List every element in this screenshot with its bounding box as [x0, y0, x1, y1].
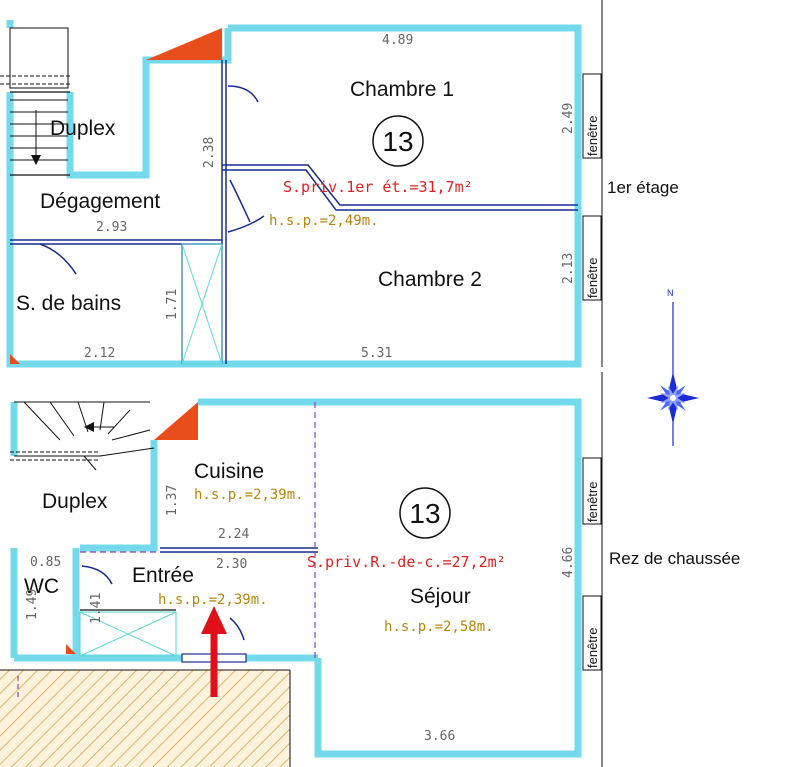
level-label-upper: 1er étage — [607, 178, 679, 197]
dimension-label: 2.30 — [216, 557, 247, 572]
dimension-label: 4.66 — [561, 547, 576, 578]
ground-outer-wall — [198, 398, 582, 758]
surface-label: S.priv.1er ét.=31,7m² — [283, 178, 473, 196]
lot-number: 13 — [382, 126, 413, 157]
upper-outer-wall — [6, 24, 582, 368]
compass-rose: N — [647, 288, 699, 446]
dimension-label: 2.38 — [202, 137, 217, 168]
room-label-cuisine: Cuisine — [194, 460, 264, 483]
dimension-label: 2.12 — [84, 346, 115, 361]
dimension-label: 2.13 — [561, 253, 576, 284]
ground-duplex-wall — [80, 440, 158, 552]
height-label-cuisine: h.s.p.=2,39m. — [194, 487, 304, 503]
height-label: h.s.p.=2,49m. — [269, 213, 379, 229]
room-label-duplex: Duplex — [50, 117, 116, 140]
dimension-label: 5.31 — [361, 346, 392, 361]
dimension-label: 1.49 — [25, 589, 40, 620]
level-label-ground: Rez de chaussée — [609, 549, 740, 568]
window-label: fenêtre — [585, 258, 600, 298]
window-label: fenêtre — [585, 628, 600, 668]
upper-floor: fenêtre fenêtre Duplex Dégagement Chambr… — [0, 0, 603, 368]
room-label-sejour: Séjour — [410, 585, 471, 608]
dimension-label: 1.71 — [165, 289, 180, 320]
lot-number: 13 — [409, 498, 440, 529]
room-label-salle-de-bains: S. de bains — [16, 292, 121, 315]
height-label-entree: h.s.p.=2,39m. — [158, 592, 268, 608]
room-label-duplex: Duplex — [42, 490, 108, 513]
height-label-sejour: h.s.p.=2,58m. — [384, 619, 494, 635]
hallway-wall — [222, 164, 578, 206]
room-label-degagement: Dégagement — [40, 190, 160, 213]
dimension-label: 2.49 — [561, 103, 576, 134]
dimension-label: 0.85 — [30, 555, 61, 570]
corner-marker — [146, 28, 222, 60]
room-label-entree: Entrée — [132, 564, 194, 587]
window-label: fenêtre — [585, 116, 600, 156]
dimension-label: 1.37 — [165, 485, 180, 516]
room-label-chambre-1: Chambre 1 — [350, 78, 454, 101]
dimension-label: 2.24 — [218, 527, 249, 542]
surface-label: S.priv.R.-de-c.=27,2m² — [307, 553, 506, 571]
dimension-label: 1.41 — [89, 593, 104, 624]
entry-arrow — [201, 606, 227, 697]
compass-north-label: N — [667, 288, 674, 298]
dimension-label: 2.93 — [96, 220, 127, 235]
dimension-label: 3.66 — [424, 729, 455, 744]
room-label-wc: WC — [24, 575, 59, 598]
room-label-chambre-2: Chambre 2 — [378, 268, 482, 291]
corner-marker — [154, 402, 198, 440]
dimension-label: 4.89 — [382, 33, 413, 48]
corner-marker — [10, 354, 20, 364]
ground-floor: fenêtre fenêtre Duplex Cuisine WC Entrée… — [0, 372, 603, 767]
window-label: fenêtre — [585, 482, 600, 522]
duplex-upper-wall — [66, 28, 232, 179]
corner-marker — [66, 644, 76, 654]
